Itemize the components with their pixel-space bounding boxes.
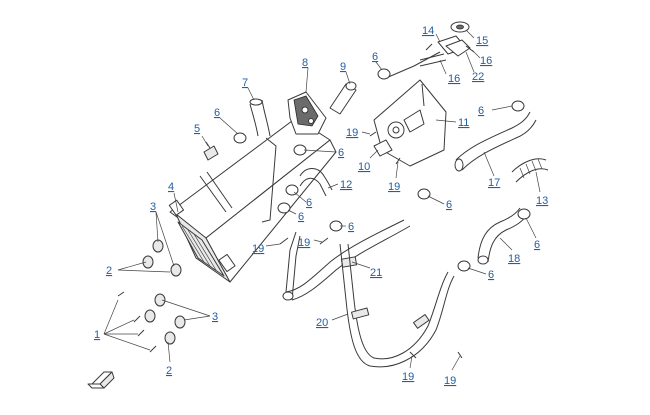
callout-3-top[interactable]: 3: [150, 201, 156, 213]
callout-13[interactable]: 13: [536, 195, 548, 207]
bolts: [117, 131, 463, 359]
overflow-tank: [373, 79, 447, 167]
callout-21[interactable]: 21: [370, 267, 382, 279]
callout-3-bottom[interactable]: 3: [212, 311, 218, 323]
hose-17: [454, 111, 537, 172]
pipe-20: [339, 243, 455, 368]
callout-6-c[interactable]: 6: [372, 51, 378, 63]
callout-16-a[interactable]: 16: [480, 55, 492, 67]
callout-6-f[interactable]: 6: [348, 221, 354, 233]
callout-5[interactable]: 5: [194, 123, 200, 135]
callout-2-bottom[interactable]: 2: [166, 365, 172, 377]
callout-9[interactable]: 9: [340, 61, 346, 73]
callout-19-b[interactable]: 19: [298, 237, 310, 249]
callout-6-a[interactable]: 6: [214, 107, 220, 119]
callout-6-i[interactable]: 6: [534, 239, 540, 251]
callout-6-j[interactable]: 6: [488, 269, 494, 281]
callout-8[interactable]: 8: [302, 57, 308, 69]
leader-lines: [103, 29, 541, 371]
fitting-10: [373, 139, 393, 157]
callout-19-f[interactable]: 19: [444, 375, 456, 387]
callout-2-top[interactable]: 2: [106, 265, 112, 277]
callout-19-a[interactable]: 19: [252, 243, 264, 255]
callout-6-b[interactable]: 6: [338, 147, 344, 159]
grommets: [142, 239, 186, 345]
callout-20[interactable]: 20: [316, 317, 328, 329]
hose-13: [511, 158, 549, 183]
callout-6-g[interactable]: 6: [446, 199, 452, 211]
callout-6-d[interactable]: 6: [306, 197, 312, 209]
hose-7: [249, 98, 277, 223]
callout-22[interactable]: 22: [472, 71, 484, 83]
hose-12: [299, 168, 333, 197]
callout-17[interactable]: 17: [488, 177, 500, 189]
callout-19-e[interactable]: 19: [402, 371, 414, 383]
book-icon: [87, 371, 115, 389]
callout-12[interactable]: 12: [340, 179, 352, 191]
pipe-21: [282, 219, 411, 301]
breather-hose: [385, 51, 441, 79]
filler-neck: [419, 21, 475, 67]
callout-16-b[interactable]: 16: [448, 73, 460, 85]
thermo-switch: [203, 141, 219, 161]
callout-7[interactable]: 7: [242, 77, 248, 89]
callout-19-d[interactable]: 19: [388, 181, 400, 193]
hose-9: [329, 81, 357, 115]
fan-shroud: [287, 91, 327, 135]
callout-18[interactable]: 18: [508, 253, 520, 265]
callout-6-e[interactable]: 6: [298, 211, 304, 223]
callout-15[interactable]: 15: [476, 35, 488, 47]
hose-18: [477, 207, 527, 265]
callout-10[interactable]: 10: [358, 161, 370, 173]
callout-4[interactable]: 4: [168, 181, 174, 193]
callout-6-h[interactable]: 6: [478, 105, 484, 117]
callout-19-c[interactable]: 19: [346, 127, 358, 139]
callout-14[interactable]: 14: [422, 25, 434, 37]
callouts: 1 2 2 3 3 4 5 6 6 6 6 6 6 6 6 6 6 7 8 9 …: [94, 25, 548, 387]
callout-1[interactable]: 1: [94, 329, 100, 341]
callout-11[interactable]: 11: [458, 117, 469, 129]
